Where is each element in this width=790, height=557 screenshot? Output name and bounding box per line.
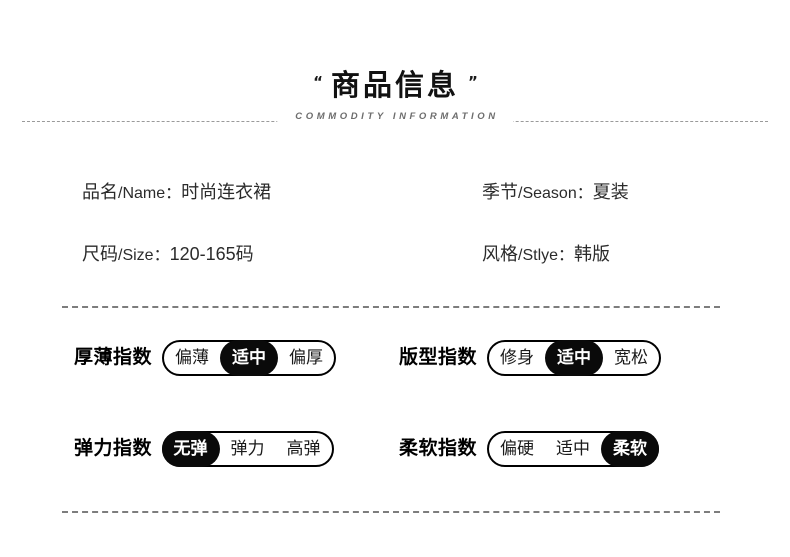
- index-softness: 柔软指数 偏硬 适中 柔软: [399, 431, 660, 467]
- index-option[interactable]: 弹力: [230, 439, 265, 458]
- index-option[interactable]: 偏硬: [500, 439, 535, 458]
- spec-label-size: 尺码: [82, 244, 118, 264]
- quote-close-icon: ”: [468, 73, 478, 91]
- spec-item-size: 尺码/Size：120-165码: [82, 242, 254, 268]
- spec-value-size: 120-165码: [169, 244, 254, 264]
- index-option[interactable]: 适中: [556, 439, 591, 458]
- title-block: “ 商品信息 ” COMMODITY INFORMATION: [277, 70, 513, 123]
- spec-value-style: 韩版: [574, 244, 611, 264]
- spec-label-name-en: /Name：: [118, 185, 182, 202]
- index-option[interactable]: 偏薄: [175, 348, 210, 367]
- spec-list: 品名/Name：时尚连衣裙 季节/Season：夏装 尺码/Size：120-1…: [0, 180, 790, 304]
- spec-item-season: 季节/Season：夏装: [482, 180, 629, 206]
- index-thickness: 厚薄指数 偏薄 适中 偏厚: [74, 340, 337, 376]
- index-track-fit[interactable]: 修身 适中 宽松: [487, 340, 662, 376]
- index-label-elasticity: 弹力指数: [74, 438, 153, 459]
- spec-value-name: 时尚连衣裙: [181, 182, 272, 202]
- index-row: 厚薄指数 偏薄 适中 偏厚 版型指数 修身 适中 宽松: [0, 340, 790, 431]
- title-line: “ 商品信息 ”: [291, 70, 499, 106]
- index-option-selected[interactable]: 柔软: [601, 431, 660, 467]
- index-option-selected[interactable]: 适中: [220, 340, 279, 376]
- index-track-softness[interactable]: 偏硬 适中 柔软: [487, 431, 660, 467]
- index-label-softness: 柔软指数: [399, 438, 478, 459]
- index-option[interactable]: 偏厚: [289, 348, 324, 367]
- quote-open-icon: “: [313, 73, 323, 91]
- index-fit: 版型指数 修身 适中 宽松: [399, 340, 662, 376]
- spec-label-name: 品名: [82, 182, 118, 202]
- section-header: “ 商品信息 ” COMMODITY INFORMATION: [0, 70, 790, 132]
- page-title: 商品信息: [330, 70, 459, 102]
- index-label-fit: 版型指数: [399, 347, 478, 368]
- divider-bottom: [62, 511, 720, 513]
- spec-row: 尺码/Size：120-165码 风格/Stlye：韩版: [0, 242, 790, 304]
- spec-label-style-en: /Stlye：: [518, 247, 575, 264]
- spec-value-season: 夏装: [592, 182, 629, 202]
- spec-item-name: 品名/Name：时尚连衣裙: [82, 180, 271, 206]
- spec-label-style: 风格: [482, 244, 518, 264]
- spec-label-season: 季节: [482, 182, 518, 202]
- spec-row: 品名/Name：时尚连衣裙 季节/Season：夏装: [0, 180, 790, 242]
- index-track-elasticity[interactable]: 无弹 弹力 高弹: [161, 431, 334, 467]
- index-option-selected[interactable]: 无弹: [161, 431, 220, 467]
- index-label-thickness: 厚薄指数: [74, 347, 153, 368]
- index-track-thickness[interactable]: 偏薄 适中 偏厚: [162, 340, 337, 376]
- spec-item-style: 风格/Stlye：韩版: [482, 242, 610, 268]
- index-option-selected[interactable]: 适中: [545, 340, 604, 376]
- index-grid: 厚薄指数 偏薄 适中 偏厚 版型指数 修身 适中 宽松 弹力指数 无弹 弹力 高…: [0, 340, 790, 522]
- spec-label-size-en: /Size：: [118, 247, 170, 264]
- index-option[interactable]: 修身: [500, 348, 535, 367]
- divider-middle: [62, 306, 720, 308]
- index-option[interactable]: 宽松: [614, 348, 649, 367]
- index-option[interactable]: 高弹: [286, 439, 321, 458]
- page-subtitle: COMMODITY INFORMATION: [295, 111, 499, 122]
- index-row: 弹力指数 无弹 弹力 高弹 柔软指数 偏硬 适中 柔软: [0, 431, 790, 522]
- index-elasticity: 弹力指数 无弹 弹力 高弹: [74, 431, 334, 467]
- spec-label-season-en: /Season：: [518, 185, 593, 202]
